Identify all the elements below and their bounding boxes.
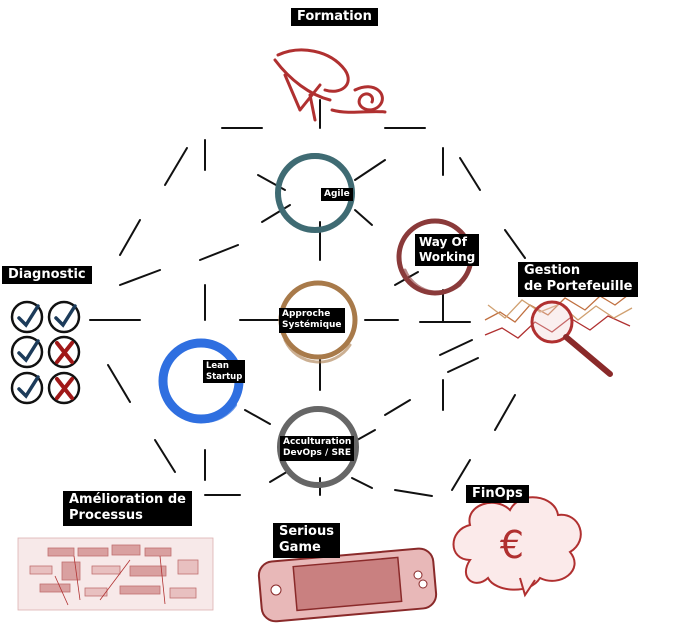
diagnostic-label: Diagnostic — [2, 266, 92, 285]
formation-label: Formation — [291, 8, 378, 27]
accult-label-line2: DevOps / SRE — [283, 448, 352, 459]
lean-label-line2: Startup — [206, 371, 243, 382]
accult-label-line1: Acculturation — [283, 437, 352, 447]
lean-startup-label: Lean Startup — [203, 360, 246, 384]
wow-label-line1: Way Of — [419, 235, 467, 249]
amelioration-label-line1: Amélioration de — [69, 492, 186, 507]
approche-systemique-label: Approche Systémique — [279, 308, 345, 333]
way-of-working-label: Way Of Working — [415, 234, 480, 266]
amelioration-label-line2: Processus — [69, 508, 143, 524]
process-map-icon — [17, 537, 214, 611]
connector-network — [89, 99, 526, 497]
agile-label: Agile — [321, 188, 353, 202]
gestion-label-line2: de Portefeuille — [524, 279, 633, 295]
gestion-label-line1: Gestion — [524, 263, 581, 278]
amelioration-processus-label: Amélioration de Processus — [63, 491, 192, 526]
euro-symbol: € — [500, 523, 524, 567]
wow-label-line2: Working — [419, 250, 476, 264]
serious-label-line1: Serious — [279, 524, 334, 539]
approche-label-line2: Systémique — [282, 320, 342, 331]
serious-game-label: Serious Game — [273, 523, 340, 558]
finops-cloud-icon: € — [452, 496, 582, 598]
serious-label-line2: Game — [279, 540, 321, 556]
lean-label-line1: Lean — [206, 361, 229, 371]
checklist-icon — [10, 300, 81, 405]
diploma-icon — [273, 48, 387, 122]
game-console-icon — [257, 547, 438, 623]
acculturation-devops-label: Acculturation DevOps / SRE — [280, 436, 355, 461]
gestion-portefeuille-label: Gestion de Portefeuille — [518, 262, 639, 297]
portfolio-chart-icon — [484, 291, 633, 377]
finops-label: FinOps — [466, 485, 529, 504]
approche-label-line1: Approche — [282, 309, 331, 319]
